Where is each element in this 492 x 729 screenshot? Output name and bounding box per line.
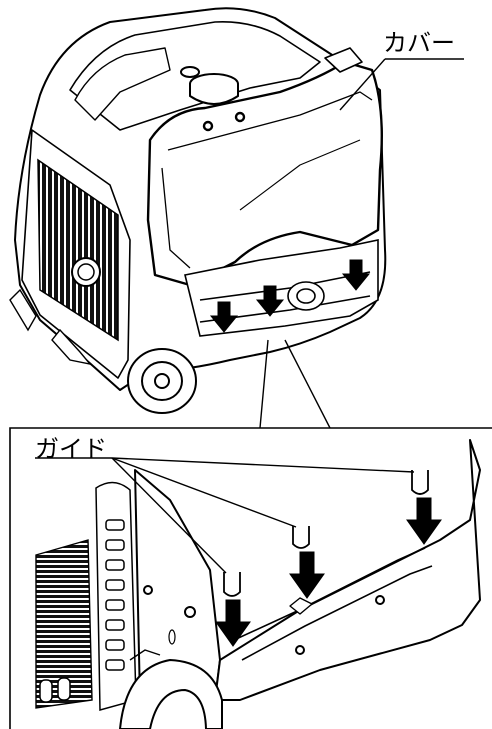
detail-rib-column [39,481,137,711]
insert-arrows-large [215,497,442,647]
guide-leaders [35,457,415,574]
fuel-cap [180,66,239,105]
cover-panel [146,47,383,287]
guide-label: ガイド [35,435,107,463]
insert-arrows-small [209,259,371,333]
detail-body-panel [134,439,481,721]
wheel [127,348,197,414]
cover-label: カバー [383,29,455,57]
zoom-connector [259,339,331,429]
side-vent-grill [37,158,119,342]
base-ridges [9,288,92,366]
detail-frame [9,427,492,729]
cover-leader [339,58,464,111]
guide-tabs [223,470,429,597]
detail-vent-grill [35,539,93,709]
detail-wheel [118,649,223,729]
